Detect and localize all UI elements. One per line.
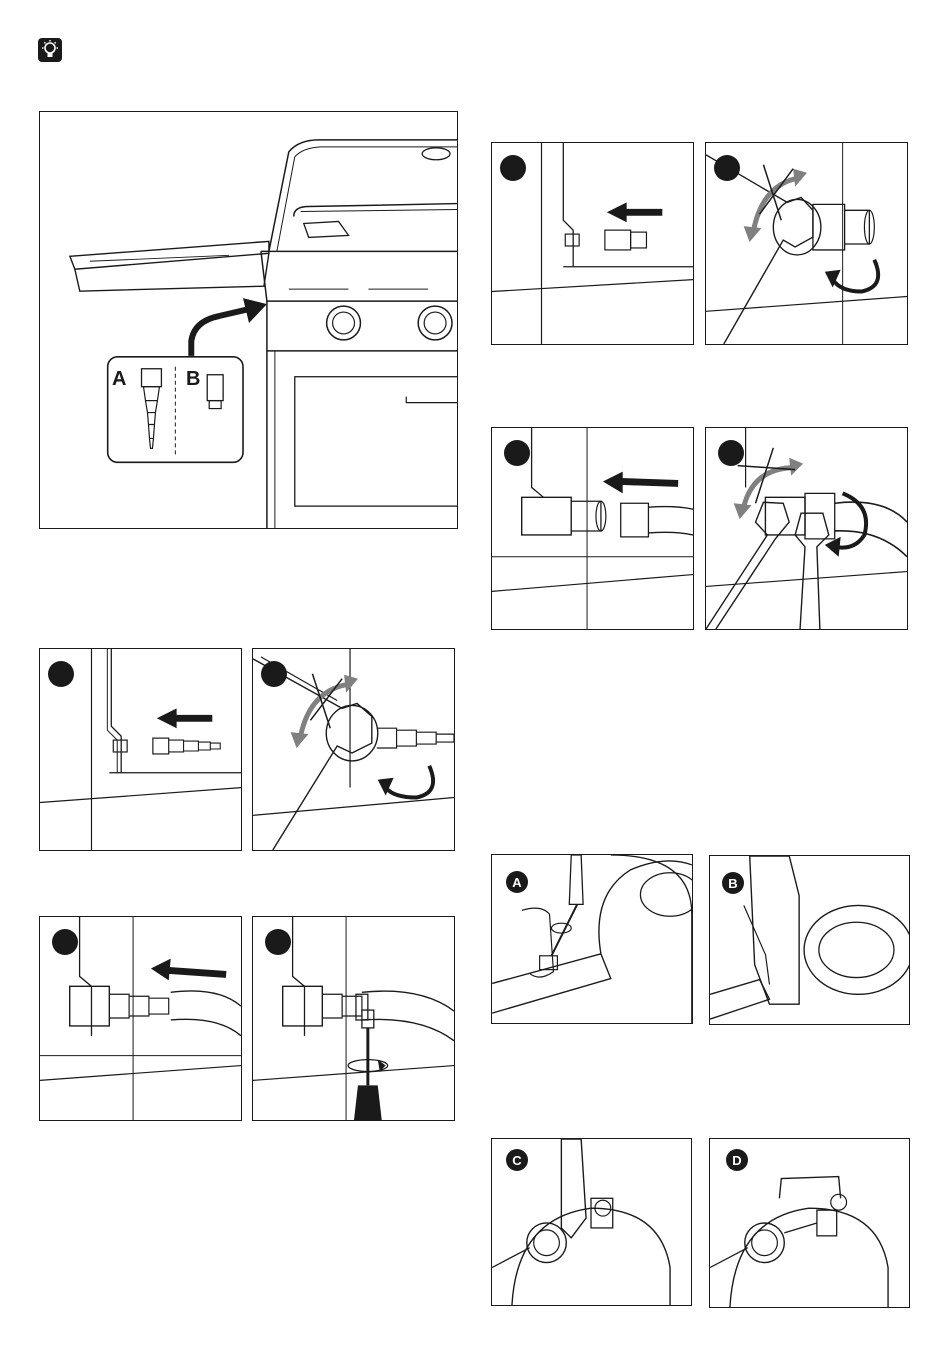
step-letter-b: B — [722, 872, 744, 894]
step-letter-d: D — [726, 1149, 748, 1171]
overview-grill-panel: A B — [39, 111, 458, 529]
step-marker — [52, 929, 78, 955]
step-panel-hose-nut-tighten — [705, 427, 908, 630]
step-panel-adapter-tighten — [705, 142, 908, 345]
step-panel-hose-nipple-insert — [39, 648, 242, 851]
step-marker — [261, 661, 287, 687]
step-letter-a: A — [506, 871, 528, 893]
step-panel-hose-push-on — [39, 916, 242, 1121]
step-panel-regulator-a: A — [491, 854, 693, 1024]
step-letter-c: C — [506, 1149, 528, 1171]
step-marker — [500, 155, 526, 181]
step-marker — [48, 661, 74, 687]
step-panel-hose-nut-insert — [491, 427, 694, 630]
lightbulb-icon — [38, 38, 62, 62]
step-marker — [718, 440, 744, 466]
step-panel-regulator-b: B — [709, 855, 910, 1025]
step-marker — [714, 155, 740, 181]
step-panel-hose-nipple-tighten — [252, 648, 455, 851]
step-marker — [504, 440, 530, 466]
callout-label-b: B — [186, 368, 200, 391]
step-panel-hose-clamp-screw — [252, 916, 455, 1121]
grill-illustration — [40, 112, 457, 528]
step-panel-regulator-c: C — [491, 1138, 692, 1306]
step-panel-regulator-d: D — [709, 1138, 910, 1308]
callout-label-a: A — [112, 368, 126, 391]
step-marker — [265, 929, 291, 955]
step-panel-adapter-insert — [491, 142, 694, 345]
